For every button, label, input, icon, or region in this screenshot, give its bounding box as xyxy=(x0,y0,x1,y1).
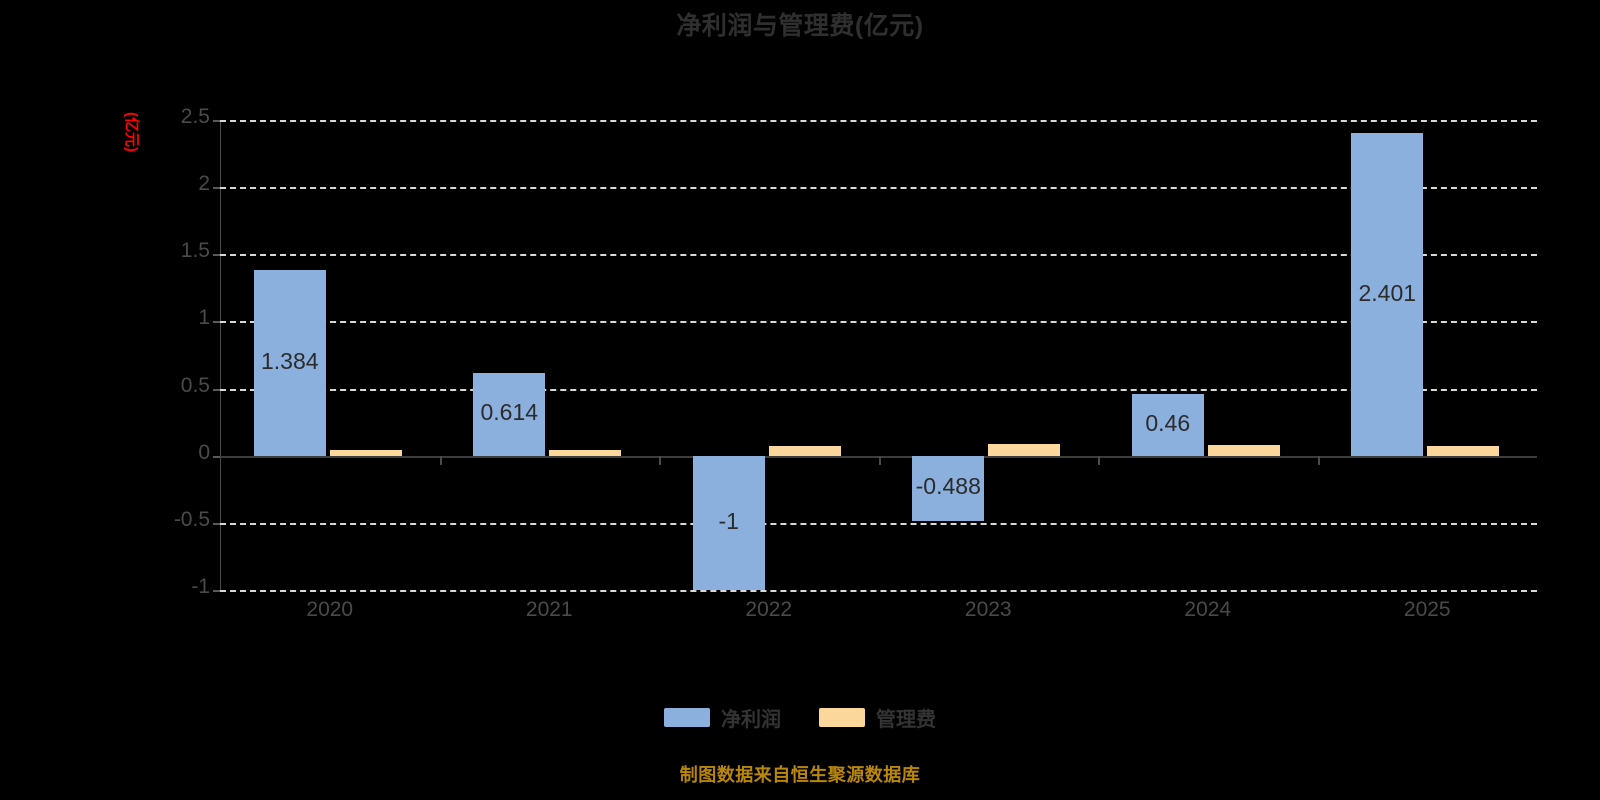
y-tick-mark xyxy=(213,455,220,458)
x-tick-label-2023: 2023 xyxy=(964,598,1012,621)
x-tick-label-2020: 2020 xyxy=(306,598,354,621)
bar-net-profit-2023[interactable] xyxy=(912,455,985,522)
x-tick-label-2022: 2022 xyxy=(745,598,793,621)
x-tick-mark xyxy=(1317,455,1320,465)
legend-swatch-icon xyxy=(664,708,710,727)
chart-title: 净利润与管理费(亿元) xyxy=(676,12,924,40)
x-tick-mark xyxy=(1098,455,1100,465)
y-tick-mark xyxy=(213,590,220,592)
y-tick-label: 0.5 xyxy=(180,373,210,397)
bar-value-label-2020: 1.384 xyxy=(260,347,319,374)
bar-value-label-2021: 0.614 xyxy=(480,399,539,426)
bar-value-label-2023: -0.488 xyxy=(915,473,981,500)
x-tick-label-2025: 2025 xyxy=(1403,598,1451,621)
legend-item-net-profit[interactable]: 净利润 xyxy=(664,703,781,732)
y-tick-mark xyxy=(213,522,220,525)
x-tick-label-2024: 2024 xyxy=(1184,598,1232,621)
gridline-0.5 xyxy=(220,388,1537,391)
y-tick-label: 1.5 xyxy=(180,239,210,263)
x-tick-mark xyxy=(659,455,661,465)
gridline-1 xyxy=(220,321,1537,324)
bar-management-fee-2020[interactable] xyxy=(329,450,402,456)
y-tick-mark xyxy=(213,321,220,324)
bar-management-fee-2021[interactable] xyxy=(549,450,622,456)
y-tick-label: -1 xyxy=(191,575,210,598)
gridline-2 xyxy=(220,187,1537,190)
bar-net-profit-2022[interactable] xyxy=(692,455,765,590)
gridline--1 xyxy=(220,590,1537,592)
bar-net-profit-2021[interactable] xyxy=(473,373,546,456)
legend-item-management-fee[interactable]: 管理费 xyxy=(819,703,936,732)
y-tick-label: 2 xyxy=(198,172,210,196)
y-tick-mark xyxy=(213,388,220,391)
gridline--0.5 xyxy=(220,522,1537,525)
bar-management-fee-2023[interactable] xyxy=(988,443,1061,456)
x-tick-label-2021: 2021 xyxy=(525,598,573,621)
bar-management-fee-2022[interactable] xyxy=(768,445,841,456)
y-tick-mark xyxy=(213,254,220,257)
y-axis-unit-label: (亿元) xyxy=(123,112,140,152)
y-tick-label: 0 xyxy=(198,440,210,464)
bar-management-fee-2024[interactable] xyxy=(1207,444,1280,456)
y-axis-line xyxy=(220,120,221,590)
y-tick-mark xyxy=(213,187,220,190)
gridline-1.5 xyxy=(220,254,1537,257)
bar-value-label-2022: -1 xyxy=(718,507,739,534)
chart-legend: 净利润 管理费 xyxy=(0,703,1600,732)
bar-net-profit-2025[interactable] xyxy=(1351,133,1424,456)
x-tick-mark xyxy=(439,455,442,465)
bar-net-profit-2020[interactable] xyxy=(253,269,326,456)
bar-management-fee-2025[interactable] xyxy=(1427,446,1500,456)
x-tick-mark xyxy=(878,455,881,465)
plot-area: 1.384 0.614 -1 -0.488 0.46 2.401 xyxy=(213,120,1537,592)
footer-source-note: 制图数据来自恒生聚源数据库 xyxy=(679,765,921,785)
gridline-2.5 xyxy=(220,120,1537,122)
legend-swatch-icon xyxy=(819,708,865,727)
bar-value-label-2024: 0.46 xyxy=(1145,409,1191,436)
y-tick-label: 2.5 xyxy=(180,105,210,128)
legend-label: 净利润 xyxy=(721,709,781,731)
bar-value-label-2025: 2.401 xyxy=(1358,279,1417,306)
y-tick-label: 1 xyxy=(198,306,210,330)
legend-label: 管理费 xyxy=(876,709,936,731)
y-tick-mark xyxy=(213,120,220,122)
bar-net-profit-2024[interactable] xyxy=(1131,393,1204,456)
y-tick-label: -0.5 xyxy=(173,507,210,531)
